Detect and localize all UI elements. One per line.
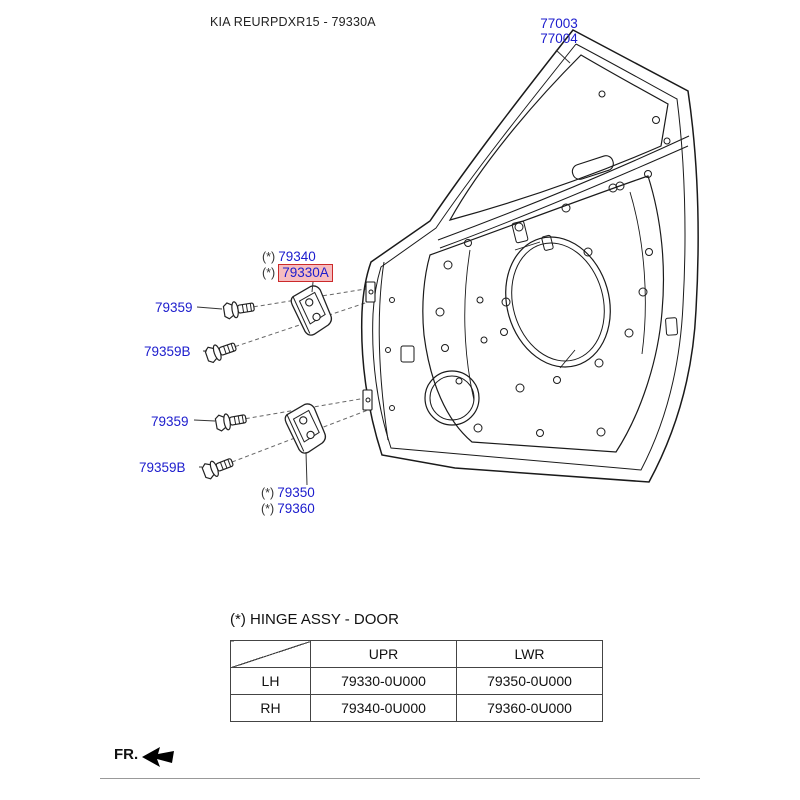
bolt-79359-upper-drawing — [222, 298, 256, 321]
table-row-lh: LH 79330-0U000 79350-0U000 — [230, 667, 603, 695]
bolt-79359B-upper-drawing — [203, 338, 239, 365]
part-label-79350[interactable]: (*)79350 — [261, 485, 315, 501]
part-label-79330A-highlighted[interactable]: (*)79330A — [262, 264, 333, 282]
part-label-79359-upper[interactable]: 79359 — [155, 300, 193, 316]
hinge-asterisk: (*) — [262, 266, 276, 280]
highlighted-part-number[interactable]: 79330A — [278, 264, 333, 282]
part-number-text[interactable]: 79359 — [155, 300, 193, 315]
bolt-79359-lower-drawing — [214, 410, 248, 433]
part-label-79359-lower[interactable]: 79359 — [151, 414, 189, 430]
part-label-77003[interactable]: 77003 — [540, 16, 578, 31]
door-panel-drawing — [360, 29, 699, 483]
hinge-assy-table: UPR LWR LH 79330-0U000 79350-0U000 RH 79… — [230, 640, 603, 722]
part-number-cell-lh-lwr: 79350-0U000 — [456, 667, 603, 695]
col-header-upr: UPR — [310, 640, 457, 668]
part-number-text[interactable]: 79350 — [277, 485, 315, 500]
part-label-79360[interactable]: (*)79360 — [261, 501, 315, 517]
col-header-lwr: LWR — [456, 640, 603, 668]
part-number-text[interactable]: 79360 — [277, 501, 315, 516]
hinge-asterisk: (*) — [261, 502, 275, 516]
part-label-79340[interactable]: (*)79340 — [262, 249, 316, 265]
part-number-cell-rh-upr: 79340-0U000 — [310, 694, 457, 722]
hinge-table-title: (*) HINGE ASSY - DOOR — [230, 611, 399, 628]
part-number-cell-rh-lwr: 79360-0U000 — [456, 694, 603, 722]
table-row-rh: RH 79340-0U000 79360-0U000 — [230, 694, 603, 722]
part-number-cell-lh-upr: 79330-0U000 — [310, 667, 457, 695]
part-number-text[interactable]: 79359B — [144, 344, 191, 359]
fr-direction-label: FR. — [114, 746, 139, 763]
row-header-lh: LH — [230, 667, 311, 695]
table-header-row: UPR LWR — [230, 640, 603, 668]
table-corner-cell — [230, 640, 311, 668]
hinge-asterisk: (*) — [261, 486, 275, 500]
bolt-79359B-lower-drawing — [200, 453, 236, 481]
part-label-79359B-upper[interactable]: 79359B — [144, 344, 191, 360]
part-label-77004[interactable]: 77004 — [540, 31, 578, 46]
hinge-asterisk: (*) — [262, 250, 276, 264]
part-number-text[interactable]: 79359 — [151, 414, 189, 429]
front-direction-arrow-icon — [142, 747, 174, 767]
page-title: KIA REURPDXR15 - 79330A — [210, 15, 376, 29]
leader-lines — [193, 49, 571, 486]
part-label-77003-77004[interactable]: 77003 77004 — [531, 16, 587, 46]
row-header-rh: RH — [230, 694, 311, 722]
lower-hinge-drawing — [281, 400, 330, 457]
part-number-text[interactable]: 79359B — [139, 460, 186, 475]
part-label-79359B-lower[interactable]: 79359B — [139, 460, 186, 476]
fr-direction-indicator: FR. — [114, 746, 138, 763]
part-number-text[interactable]: 79340 — [278, 249, 316, 264]
footer-divider — [100, 778, 700, 779]
